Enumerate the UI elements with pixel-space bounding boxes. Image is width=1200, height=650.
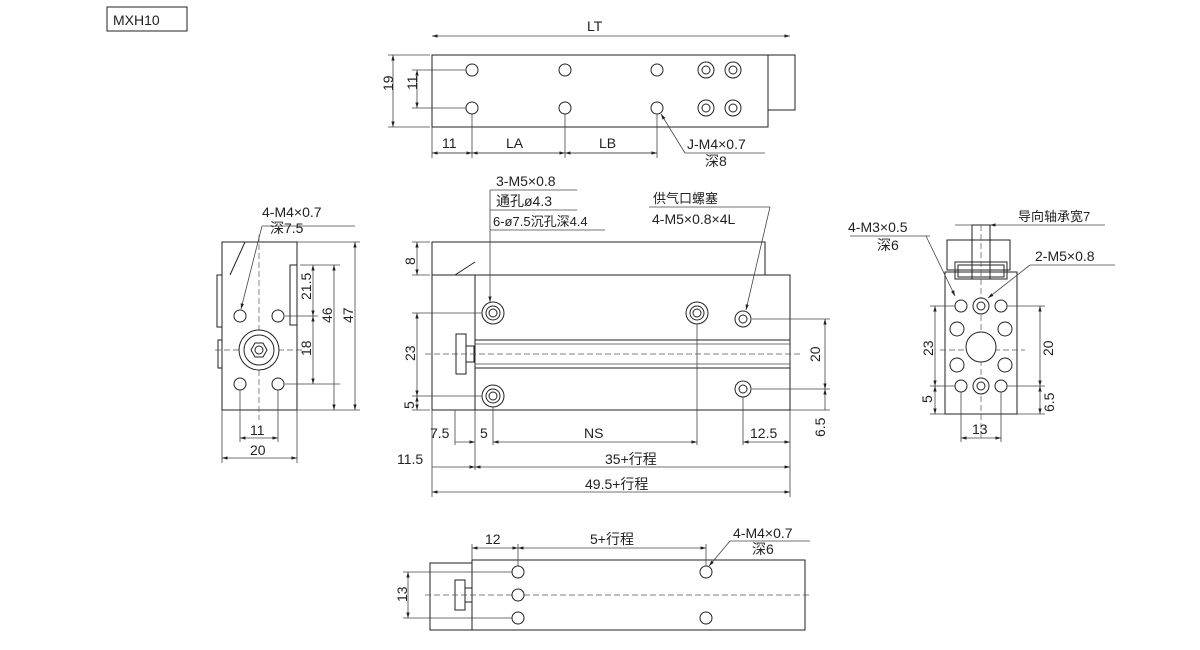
dimension-label: 6-ø7.5沉孔深4.4 <box>493 214 588 229</box>
dimension-label: 5 <box>919 395 935 403</box>
dimension-label: J-M4×0.7 <box>687 136 746 152</box>
left-view: 4-M4×0.7 深7.5 21.5 18 46 47 11 20 <box>215 204 360 463</box>
dimension-label: 21.5 <box>298 273 314 300</box>
dimension-label: 4-M5×0.8×4L <box>652 211 735 227</box>
dimension-label: 4-M4×0.7 <box>733 525 793 541</box>
model-label: MXH10 <box>106 6 188 32</box>
dimension-label: 11 <box>404 75 420 90</box>
dimension-label: 11 <box>442 135 457 151</box>
dimension-label: LT <box>587 18 603 34</box>
counterbore-holes <box>481 301 752 408</box>
dimension-label: NS <box>584 425 603 441</box>
dimension-label: 4-M4×0.7 <box>262 204 322 220</box>
top-view: LT 19 11 11 LA LB J-M4×0.7 深8 <box>380 18 796 169</box>
dimension-label: 11 <box>250 422 265 438</box>
dimension-label: 5 <box>480 425 488 441</box>
dimension-label: LB <box>599 135 616 151</box>
dimension-label: 供气口螺塞 <box>653 191 718 206</box>
bottom-view: 12 5+行程 4-M4×0.7 深6 13 <box>394 525 810 631</box>
dimension-label: 12 <box>485 531 501 547</box>
dimension-label: MXH10 <box>113 12 160 28</box>
dimension-label: 通孔ø4.3 <box>496 193 552 209</box>
dimension-label: 8 <box>402 257 418 265</box>
dimension-label: 导向轴承宽7 <box>1018 209 1090 224</box>
dimension-label: 13 <box>394 586 410 602</box>
dimension-label: 35+行程 <box>605 451 657 467</box>
dimension-label: 46 <box>319 307 335 323</box>
dimension-label: 深6 <box>752 541 774 557</box>
dimension-label: 12.5 <box>750 425 777 441</box>
dimension-label: 23 <box>920 340 936 356</box>
dimension-label: 深6 <box>877 237 899 253</box>
dimension-label: 47 <box>340 307 356 323</box>
dimension-label: 11.5 <box>397 451 423 467</box>
dimension-label: 4-M3×0.5 <box>848 219 908 235</box>
dimension-label: 3-M5×0.8 <box>496 173 556 189</box>
dimension-label: 49.5+行程 <box>585 476 648 492</box>
dimension-label: 6.5 <box>812 417 828 437</box>
dimension-label: 23 <box>402 345 418 361</box>
mounting-holes <box>465 61 742 117</box>
dimension-label: 深8 <box>705 153 727 169</box>
dimension-label: 6.5 <box>1041 392 1057 412</box>
dimension-label: 20 <box>250 442 266 458</box>
dimension-label: 20 <box>807 346 823 362</box>
dimension-label: 20 <box>1040 340 1056 356</box>
dimension-label: 13 <box>972 421 988 437</box>
dimension-label: 深7.5 <box>270 220 304 236</box>
dimension-label: 2-M5×0.8 <box>1035 248 1095 264</box>
dimension-label: 18 <box>298 340 314 356</box>
dimension-label: LA <box>506 135 524 151</box>
dimension-label: 19 <box>380 75 396 91</box>
dimension-label: 5 <box>401 401 417 409</box>
dimension-label: 7.5 <box>430 425 450 441</box>
right-view: 4-M3×0.5 深6 导向轴承宽7 2-M5×0.8 23 5 20 6.5 … <box>848 209 1115 442</box>
dimension-label: 5+行程 <box>590 531 634 547</box>
front-view: 3-M5×0.8 通孔ø4.3 6-ø7.5沉孔深4.4 供气口螺塞 4-M5×… <box>397 173 830 497</box>
